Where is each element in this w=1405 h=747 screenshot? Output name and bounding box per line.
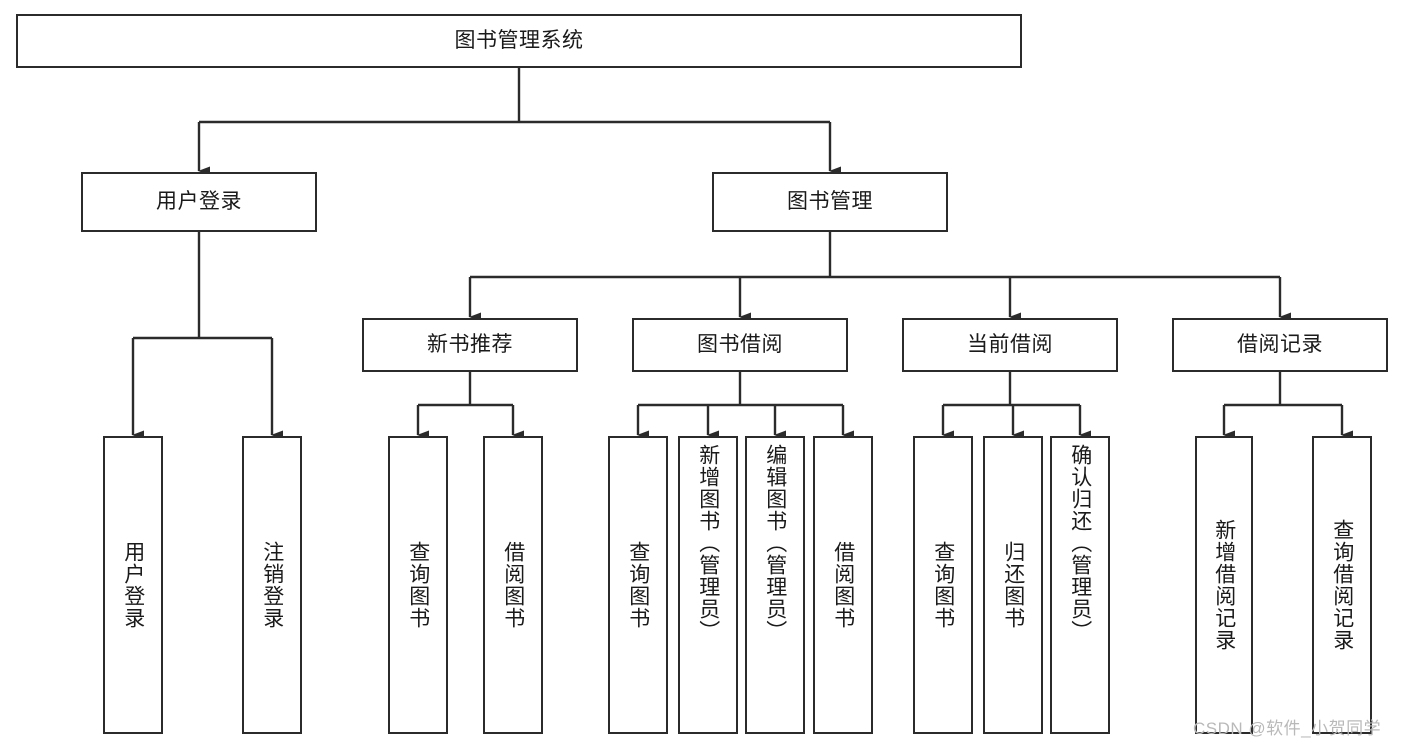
node-current-borrow-label: 当前借阅: [967, 333, 1053, 357]
leaf-borrow-edit-book-admin[interactable]: 编辑图书（管理员）: [745, 436, 805, 734]
leaf-current-return-book[interactable]: 归还图书: [983, 436, 1043, 734]
leaf-record-query[interactable]: 查询借阅记录: [1312, 436, 1372, 734]
leaf-borrow-lend-book[interactable]: 借阅图书: [813, 436, 873, 734]
leaf-new-borrow-book-label: 借阅图书: [501, 541, 525, 629]
leaf-new-borrow-book[interactable]: 借阅图书: [483, 436, 543, 734]
node-book-borrow-label: 图书借阅: [697, 333, 783, 357]
leaf-borrow-query-book-label: 查询图书: [626, 541, 650, 629]
node-book-management-module-label: 图书管理: [787, 190, 873, 214]
leaf-new-query-book-label: 查询图书: [406, 541, 430, 629]
leaf-user-logout[interactable]: 注销登录: [242, 436, 302, 734]
leaf-borrow-add-book-admin[interactable]: 新增图书（管理员）: [678, 436, 738, 734]
leaf-record-add-label: 新增借阅记录: [1212, 519, 1236, 651]
node-root-label: 图书管理系统: [454, 29, 584, 53]
leaf-record-add[interactable]: 新增借阅记录: [1195, 436, 1253, 734]
node-user-login-module[interactable]: 用户登录: [81, 172, 317, 232]
node-new-book-recommend[interactable]: 新书推荐: [362, 318, 578, 372]
leaf-user-login[interactable]: 用户登录: [103, 436, 163, 734]
leaf-current-confirm-return-admin[interactable]: 确认归还（管理员）: [1050, 436, 1110, 734]
leaf-user-logout-label: 注销登录: [260, 541, 284, 629]
leaf-current-query-book-label: 查询图书: [931, 541, 955, 629]
node-borrow-record-label: 借阅记录: [1237, 333, 1323, 357]
edge-group: [131, 68, 1353, 440]
leaf-borrow-lend-book-label: 借阅图书: [831, 541, 855, 629]
node-book-management-module[interactable]: 图书管理: [712, 172, 948, 232]
leaf-borrow-edit-book-admin-label: 编辑图书（管理员）: [763, 444, 787, 642]
leaf-borrow-query-book[interactable]: 查询图书: [608, 436, 668, 734]
leaf-current-confirm-return-admin-label: 确认归还（管理员）: [1068, 444, 1092, 642]
leaf-new-query-book[interactable]: 查询图书: [388, 436, 448, 734]
leaf-current-query-book[interactable]: 查询图书: [913, 436, 973, 734]
leaf-current-return-book-label: 归还图书: [1001, 541, 1025, 629]
leaf-user-login-label: 用户登录: [121, 541, 145, 629]
node-borrow-record[interactable]: 借阅记录: [1172, 318, 1388, 372]
node-book-borrow[interactable]: 图书借阅: [632, 318, 848, 372]
node-current-borrow[interactable]: 当前借阅: [902, 318, 1118, 372]
leaf-borrow-add-book-admin-label: 新增图书（管理员）: [696, 444, 720, 642]
csdn-watermark: CSDN @软件_小贺同学: [1193, 719, 1382, 738]
node-new-book-recommend-label: 新书推荐: [427, 333, 513, 357]
node-root[interactable]: 图书管理系统: [16, 14, 1022, 68]
leaf-record-query-label: 查询借阅记录: [1330, 519, 1354, 651]
node-user-login-module-label: 用户登录: [156, 190, 242, 214]
